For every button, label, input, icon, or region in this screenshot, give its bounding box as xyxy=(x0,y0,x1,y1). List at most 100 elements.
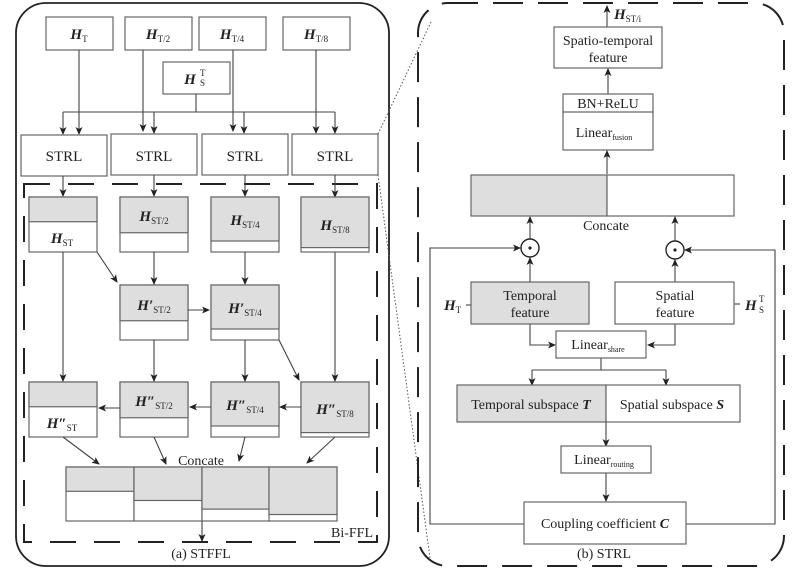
label-hp-st2: H′ST/2 xyxy=(136,298,170,315)
row2-block-2 xyxy=(210,284,280,341)
spatial-feature-line2: feature xyxy=(656,306,695,321)
label-h-st4: HST/4 xyxy=(229,213,260,230)
spatial-input-label: H xyxy=(744,298,758,314)
row1-block-3 xyxy=(210,196,280,253)
linear-routing-box xyxy=(560,445,652,474)
row2-block-2-gray-part xyxy=(210,284,280,330)
st-feature-line1: Spatio-temporal xyxy=(563,34,653,49)
linear-fusion-label: Linearfusion xyxy=(576,126,633,142)
strl-box-3 xyxy=(201,133,289,176)
input-box-h-t4 xyxy=(198,16,267,51)
concat-a-segment-1 xyxy=(65,466,135,522)
coupling-coefficient-label: Coupling coefficient C xyxy=(541,517,670,532)
row3-block-3-gray-part xyxy=(210,381,280,427)
input-sup-h-s-t: T xyxy=(200,68,206,78)
bn-relu-label: BN+ReLU xyxy=(577,97,639,112)
concat-a-segment-2 xyxy=(133,466,203,522)
zoom-line-top xyxy=(377,19,433,135)
row1-block-1-gray-part xyxy=(28,196,98,223)
row3-labels: H″ST H″ST/2 H″ST/4 H″ST/8 xyxy=(46,394,354,433)
bi-ffl-arrows xyxy=(59,251,339,542)
concat-a-segment-2-gray-part xyxy=(133,466,203,502)
output-label: HST/i xyxy=(613,7,642,24)
row1-block-2 xyxy=(119,196,189,253)
spatial-feature-box xyxy=(614,281,735,325)
spatial-input-sup: T xyxy=(759,294,765,304)
row3-block-1 xyxy=(28,381,98,438)
input-label-h-t4: HT/4 xyxy=(219,27,245,44)
caption-a: (a) STFFL xyxy=(171,547,231,562)
temporal-feature-line1: Temporal xyxy=(503,289,557,304)
caption-b: (b) STRL xyxy=(577,547,631,562)
zoom-line-bottom xyxy=(377,174,431,559)
panel-a-frame xyxy=(15,2,390,567)
row3-block-2-gray-part xyxy=(119,381,189,419)
row1-labels: HST HST/2 HST/4 HST/8 xyxy=(50,209,350,248)
label-h-st2: HST/2 xyxy=(138,209,168,226)
strl-box-1 xyxy=(20,134,108,177)
strl-label-1: STRL xyxy=(46,149,83,165)
input-box-h-s-t xyxy=(162,61,231,95)
strl-label-2: STRL xyxy=(136,149,173,165)
input-box-h-t xyxy=(45,16,114,51)
linear-share-label: Linearshare xyxy=(571,338,625,354)
panel-b-arrows xyxy=(429,216,776,525)
temporal-feature-line2: feature xyxy=(511,306,550,321)
st-feature-line2: feature xyxy=(589,51,628,66)
hadamard-left-dot xyxy=(528,246,532,250)
spatial-subspace-box xyxy=(605,384,741,423)
strl-box-2 xyxy=(110,133,198,176)
temporal-subspace-box xyxy=(456,384,607,423)
input-boxes: HT HT/2 HT/4 HT/8 H T S xyxy=(45,16,351,95)
label-hpp-st2: H″ST/2 xyxy=(134,394,172,411)
feature-blocks xyxy=(28,196,370,522)
linear-share-box xyxy=(555,330,647,359)
strl-label-4: STRL xyxy=(317,149,354,165)
spatial-input-sub: S xyxy=(759,305,764,315)
temporal-subspace-label: Temporal subspace T xyxy=(471,398,592,413)
concat-a-segment-4-gray-part xyxy=(268,466,338,516)
temporal-input-label: HT xyxy=(443,298,462,315)
concat-label-a: Concate xyxy=(178,454,224,469)
concat-a-segment-4 xyxy=(268,466,338,522)
input-arrows xyxy=(59,50,339,135)
strl-label-3: STRL xyxy=(227,149,264,165)
label-hpp-st4: H″ST/4 xyxy=(225,398,264,415)
row3-block-2 xyxy=(119,381,189,438)
label-h-st8: HST/8 xyxy=(319,218,350,235)
label-hpp-st8: H″ST/8 xyxy=(315,402,354,419)
concat-b-temporal xyxy=(470,174,608,217)
row1-block-2-gray-part xyxy=(119,196,189,234)
concat-a-segment-1-gray-part xyxy=(65,466,135,492)
bi-ffl-label: Bi-FFL xyxy=(331,526,373,541)
input-label-h-t: HT xyxy=(69,27,88,44)
concat-b-spatial xyxy=(606,174,735,217)
input-label-h-s-t: H xyxy=(183,72,197,88)
row3-block-1-gray-part xyxy=(28,381,98,408)
coupling-coefficient-box xyxy=(523,501,687,545)
row2-block-1 xyxy=(119,284,189,341)
label-hp-st4: H′ST/4 xyxy=(227,301,262,318)
input-label-h-t8: HT/8 xyxy=(303,27,329,44)
input-sub-h-s-t: S xyxy=(200,78,205,88)
spatial-subspace-label: Spatial subspace S xyxy=(620,398,724,413)
linear-routing-label: Linearrouting xyxy=(574,453,634,469)
temporal-feature-box xyxy=(470,281,590,325)
strl-box-4 xyxy=(291,133,379,176)
label-hpp-st: H″ST xyxy=(46,416,78,433)
row3-block-4-gray-part xyxy=(300,381,370,434)
concat-a-segment-3-gray-part xyxy=(201,466,271,510)
row3-block-3 xyxy=(210,381,280,438)
row1-block-4-gray-part xyxy=(300,196,370,249)
input-box-h-t2 xyxy=(124,16,193,51)
concat-a-segment-3 xyxy=(201,466,271,522)
row2-block-1-gray-part xyxy=(119,284,189,322)
st-feature-box xyxy=(553,26,663,69)
row3-block-4 xyxy=(300,381,370,438)
hadamard-right-dot xyxy=(673,248,677,252)
spatial-feature-line1: Spatial xyxy=(656,289,695,304)
bn-relu-box xyxy=(562,93,654,151)
strl-out-arrows xyxy=(59,175,339,198)
row1-block-3-gray-part xyxy=(210,196,280,242)
